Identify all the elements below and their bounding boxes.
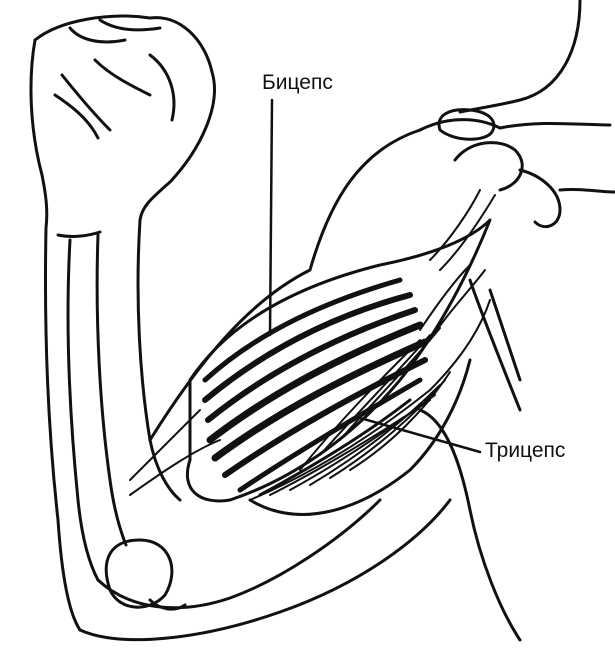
hand: [31, 16, 214, 228]
elbow: [80, 500, 450, 640]
biceps-pointer-line: [270, 100, 272, 335]
triceps-label: Трицепс: [485, 440, 565, 461]
biceps-label: Бицепс: [262, 72, 333, 93]
